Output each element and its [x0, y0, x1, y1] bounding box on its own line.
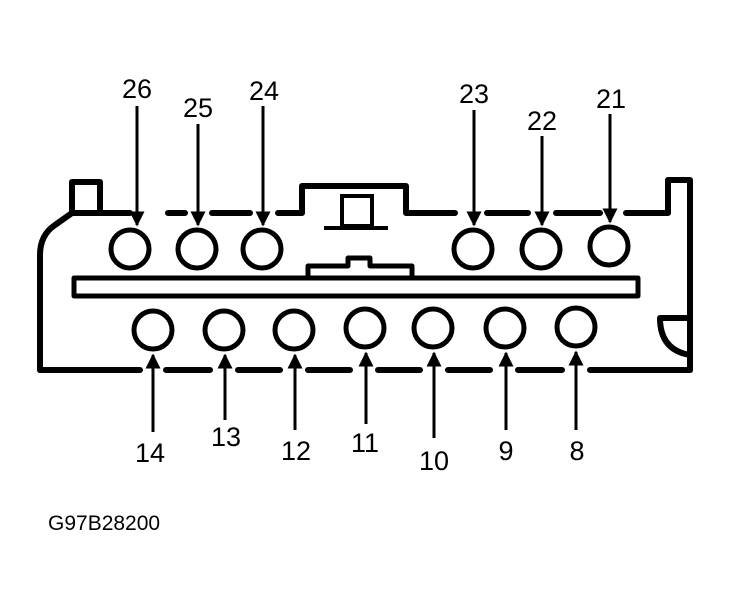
label-24: 24	[249, 76, 279, 106]
bottom-pin-labels: 14 13 12 11 10 9 8	[135, 422, 585, 476]
label-14: 14	[135, 438, 165, 468]
pin-25	[175, 227, 219, 271]
connector-housing	[37, 177, 693, 373]
pin-14	[131, 308, 175, 352]
label-21: 21	[596, 84, 626, 114]
label-10: 10	[419, 446, 449, 476]
pin-23	[451, 227, 495, 271]
bottom-leaders	[145, 350, 584, 438]
figure-code: G97B28200	[48, 512, 160, 535]
pin-21	[587, 224, 631, 268]
divider-bar	[71, 255, 641, 299]
label-22: 22	[527, 106, 557, 136]
pin-9	[483, 306, 527, 350]
top-leaders	[129, 106, 618, 227]
pin-8	[554, 305, 598, 349]
top-pin-row	[108, 224, 631, 271]
label-9: 9	[498, 436, 513, 466]
pin-11	[343, 306, 387, 350]
top-pin-labels: 26 25 24 23 22 21	[122, 74, 626, 136]
label-12: 12	[281, 436, 311, 466]
label-25: 25	[183, 93, 213, 123]
latch	[324, 194, 388, 230]
pin-10	[411, 306, 455, 350]
label-13: 13	[211, 422, 241, 452]
bottom-pin-row	[131, 305, 598, 352]
pin-26	[108, 227, 152, 271]
pin-12	[272, 308, 316, 352]
pin-13	[202, 308, 246, 352]
label-23: 23	[459, 79, 489, 109]
label-26: 26	[122, 74, 152, 104]
pin-24	[240, 227, 284, 271]
label-8: 8	[569, 436, 584, 466]
label-11: 11	[351, 428, 379, 458]
pin-22	[519, 227, 563, 271]
